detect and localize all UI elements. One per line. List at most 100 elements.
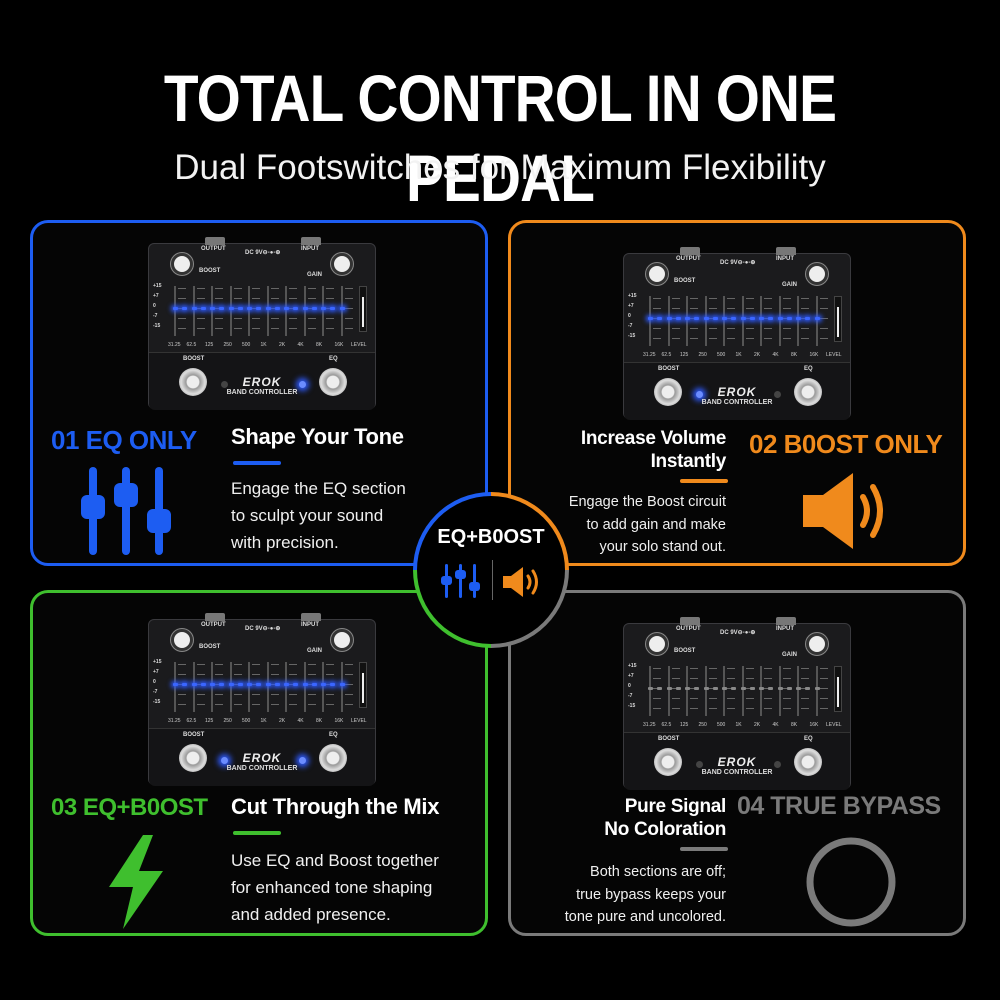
eq-slider-125[interactable] (211, 286, 213, 336)
eq-tick (178, 694, 186, 695)
eq-footswitch[interactable] (319, 744, 347, 772)
eq-slider-16K[interactable] (340, 286, 343, 336)
level-slider[interactable] (834, 296, 842, 342)
eq-slider-led (777, 317, 783, 320)
level-slider[interactable] (359, 286, 367, 332)
eq-slider-31.25[interactable] (649, 296, 651, 346)
eq-scale-label: 0 (628, 313, 631, 319)
eq-slider-led (740, 317, 746, 320)
eq-tick (196, 704, 205, 705)
eq-tick (270, 704, 279, 705)
input-jack (776, 247, 796, 255)
eq-slider-4K[interactable] (303, 662, 306, 712)
eq-slider-62.5[interactable] (192, 286, 195, 336)
eq-tick (690, 328, 698, 329)
eq-scale-label: -15 (628, 333, 636, 339)
boost-footswitch[interactable] (654, 748, 682, 776)
eq-slider-1K[interactable] (266, 286, 269, 336)
boost-switch-label: BOOST (183, 732, 205, 738)
eq-band-label: 4K (297, 342, 304, 348)
eq-footswitch[interactable] (319, 368, 347, 396)
eq-slider-4K[interactable] (778, 666, 781, 716)
boost-footswitch[interactable] (179, 368, 207, 396)
eq-slider-led (200, 683, 206, 686)
eq-slider-250[interactable] (704, 666, 707, 716)
eq-slider-8K[interactable] (322, 286, 324, 336)
boost-knob[interactable] (646, 263, 668, 285)
eq-slider-31.25[interactable] (649, 666, 651, 716)
eq-slider-1K[interactable] (266, 662, 269, 712)
eq-slider-4K[interactable] (303, 286, 306, 336)
boost-knob[interactable] (646, 633, 668, 655)
gain-knob[interactable] (806, 633, 828, 655)
eq-slider-led (182, 307, 187, 310)
eq-slider-8K[interactable] (797, 296, 799, 346)
eq-slider-16K[interactable] (815, 666, 818, 716)
eq-slider-500[interactable] (248, 286, 250, 336)
eq-band-label: 8K (791, 722, 798, 728)
gain-knob[interactable] (331, 629, 353, 651)
level-slider[interactable] (359, 662, 367, 708)
eq-slider-16K[interactable] (815, 296, 818, 346)
eq-slider-250[interactable] (229, 662, 232, 712)
eq-tick (326, 664, 334, 665)
eq-tick (289, 288, 297, 289)
model-name: BAND CONTROLLER (226, 765, 298, 772)
eq-slider-8K[interactable] (322, 662, 324, 712)
gain-knob[interactable] (806, 263, 828, 285)
eq-slider-16K[interactable] (340, 662, 343, 712)
eq-tick (801, 668, 809, 669)
eq-slider-led (219, 307, 224, 310)
eq-tick (690, 708, 698, 709)
eq-slider-62.5[interactable] (192, 662, 195, 712)
eq-tick (307, 674, 316, 675)
boost-footswitch[interactable] (654, 378, 682, 406)
eq-slider-125[interactable] (211, 662, 213, 712)
boost-switch-label: BOOST (183, 356, 205, 362)
brand-logo: EROK (717, 385, 757, 399)
eq-slider-4K[interactable] (778, 296, 781, 346)
eq-slider-125[interactable] (686, 666, 688, 716)
eq-tick (252, 704, 260, 705)
eq-footswitch[interactable] (794, 748, 822, 776)
eq-tick (233, 298, 242, 299)
eq-led (774, 391, 781, 398)
eq-slider-250[interactable] (704, 296, 707, 346)
eq-slider-31.25[interactable] (174, 662, 176, 712)
eq-slider-62.5[interactable] (667, 666, 670, 716)
boost-knob[interactable] (171, 253, 193, 275)
eq-tick (745, 338, 754, 339)
eq-footswitch[interactable] (794, 378, 822, 406)
eq-slider-1K[interactable] (741, 666, 744, 716)
boost-knob[interactable] (171, 629, 193, 651)
eq-slider-2K[interactable] (285, 662, 287, 712)
eq-tick (708, 708, 717, 709)
gain-knob[interactable] (331, 253, 353, 275)
level-slider[interactable] (834, 666, 842, 712)
eq-slider-led (302, 683, 308, 686)
eq-slider-1K[interactable] (741, 296, 744, 346)
eq-tick (690, 308, 698, 309)
eq-slider-2K[interactable] (285, 286, 287, 336)
eq-slider-500[interactable] (723, 296, 725, 346)
eq-tick (671, 678, 680, 679)
eq-slider-500[interactable] (248, 662, 250, 712)
eq-slider-2K[interactable] (760, 296, 762, 346)
eq-slider-2K[interactable] (760, 666, 762, 716)
eq-band-label: 16K (334, 718, 344, 724)
eq-slider-500[interactable] (723, 666, 725, 716)
eq-slider-led (768, 317, 773, 320)
eq-slider-8K[interactable] (797, 666, 799, 716)
eq-tick (708, 328, 717, 329)
eq-tick (801, 708, 809, 709)
boost-footswitch[interactable] (179, 744, 207, 772)
eq-tick (671, 708, 680, 709)
eq-scale-label: +7 (153, 669, 159, 675)
eq-slider-led (265, 307, 271, 310)
eq-switch-label: EQ (329, 732, 338, 738)
eq-slider-31.25[interactable] (174, 286, 176, 336)
eq-slider-62.5[interactable] (667, 296, 670, 346)
eq-slider-250[interactable] (229, 286, 232, 336)
eq-slider-125[interactable] (686, 296, 688, 346)
